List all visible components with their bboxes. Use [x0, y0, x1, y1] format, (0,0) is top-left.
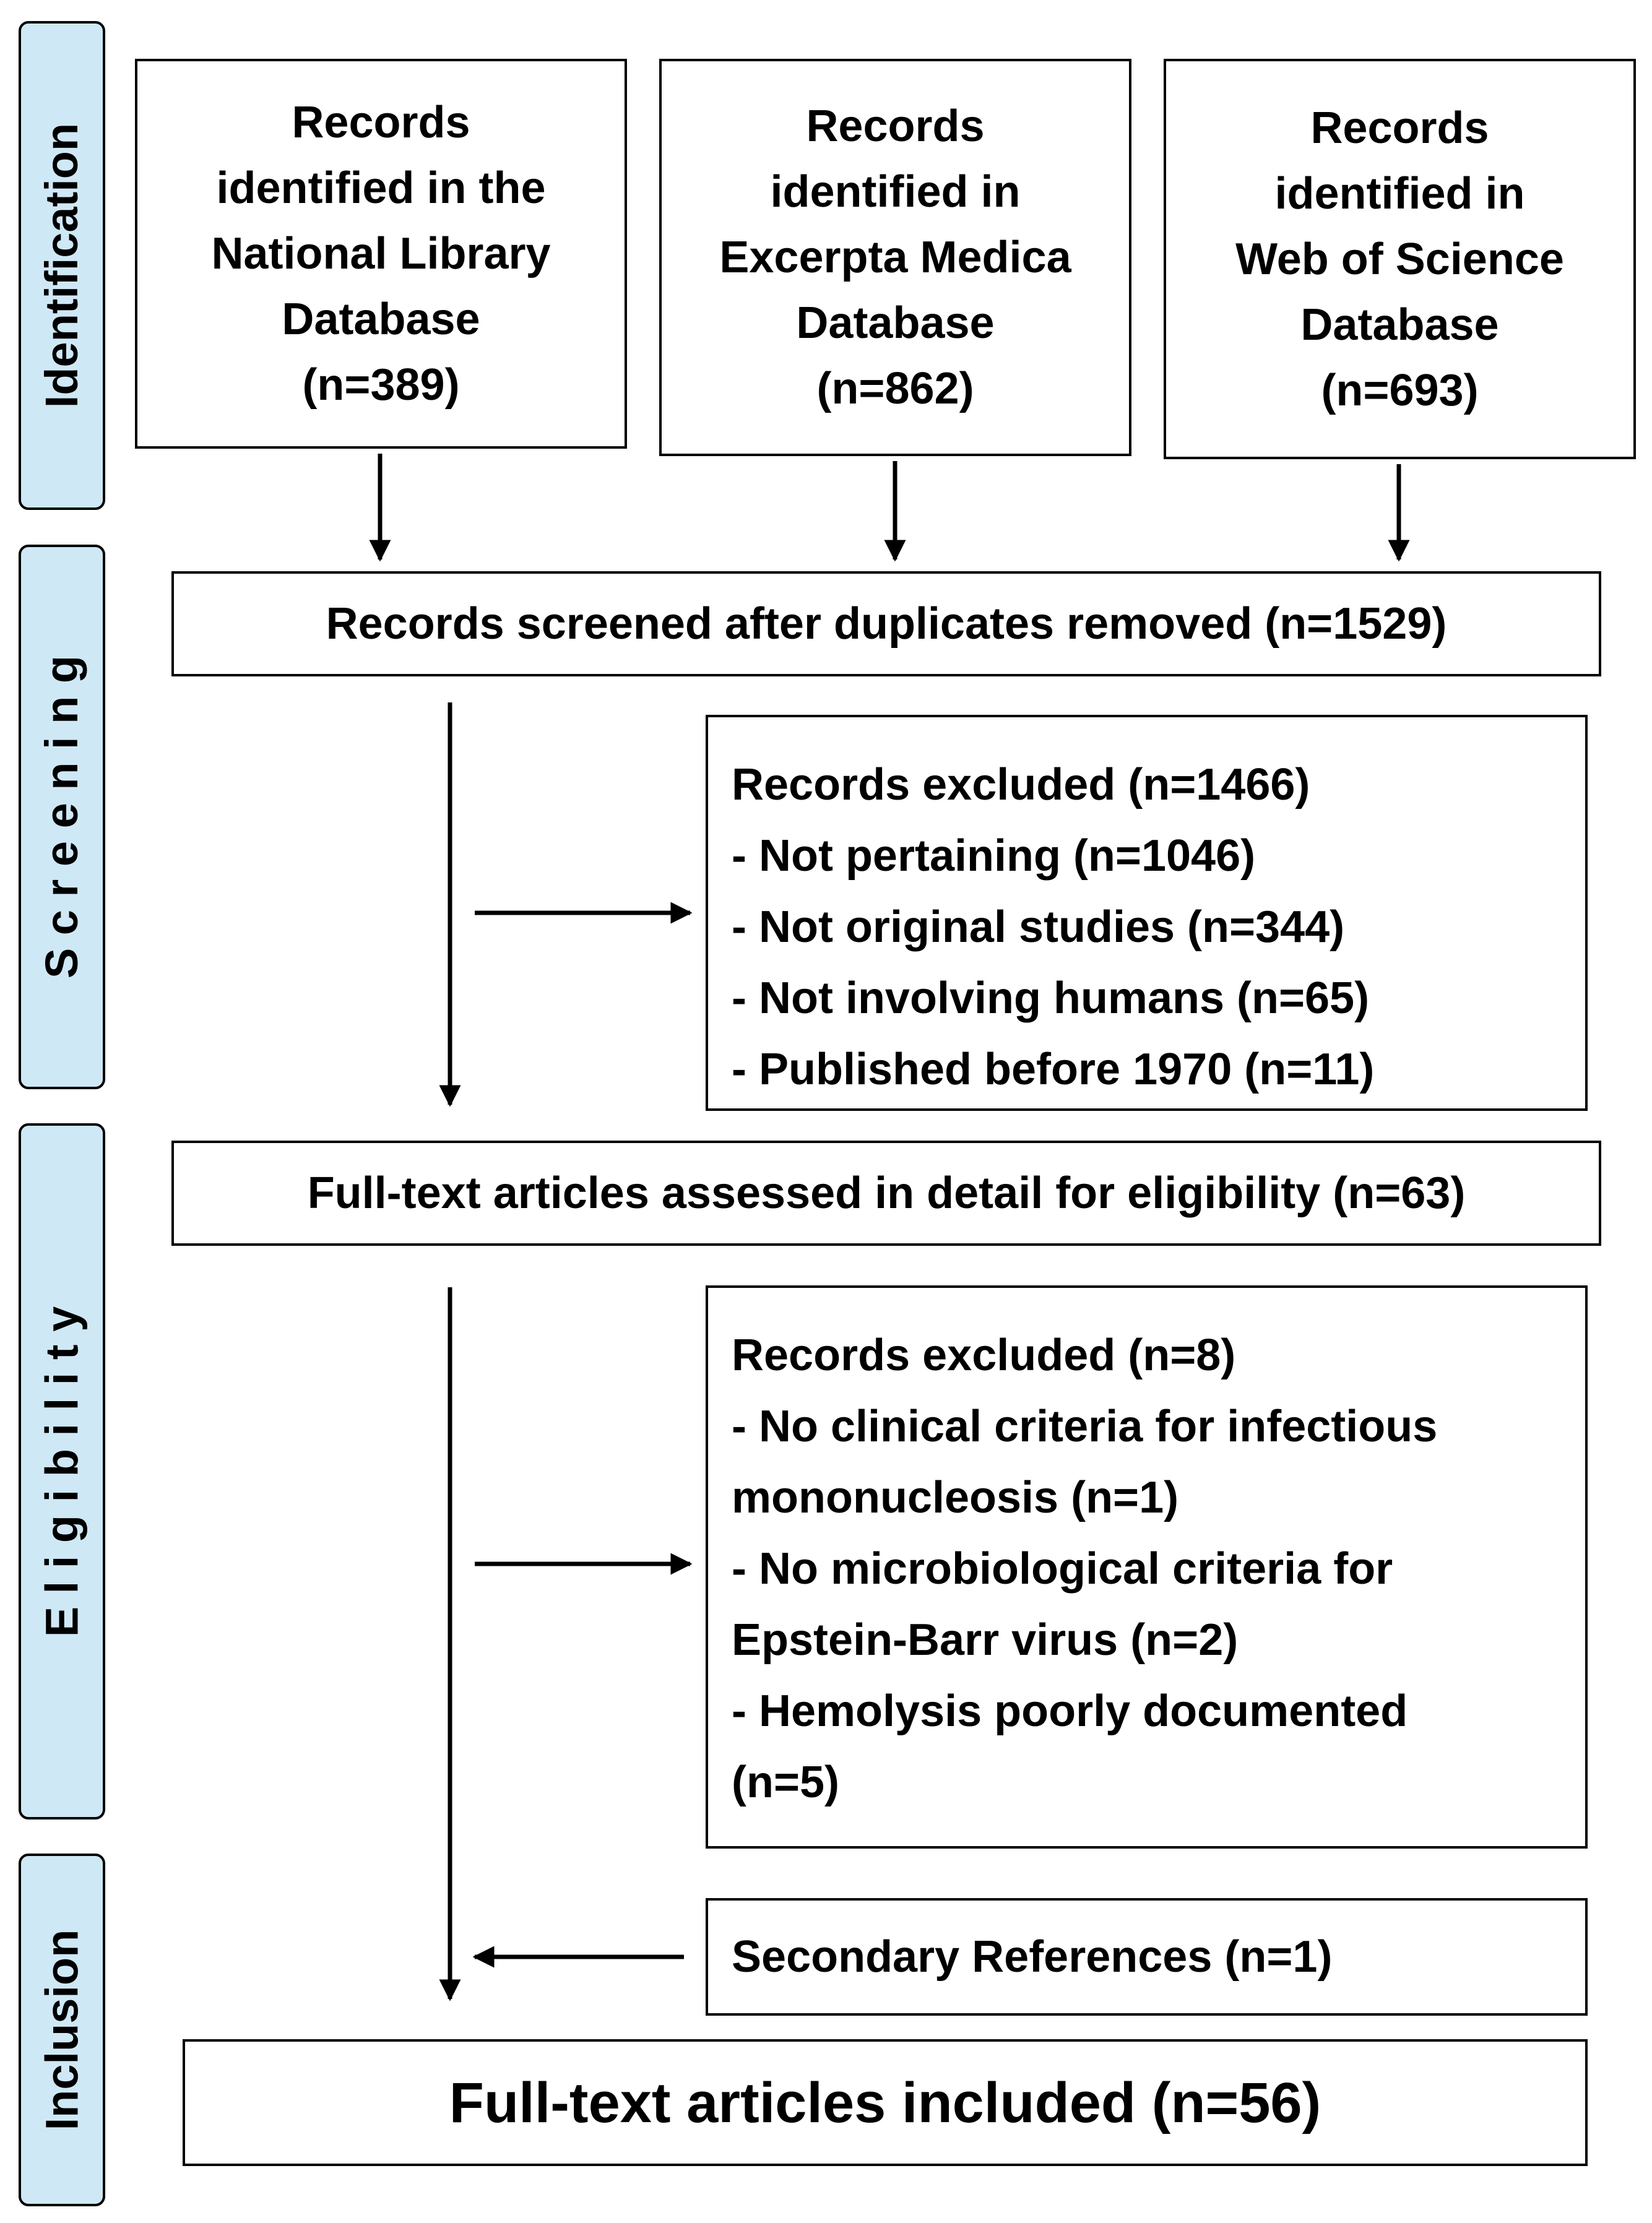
source-count: (n=693) — [1321, 365, 1479, 415]
source-text-line: Database — [1300, 300, 1499, 350]
source-box-excerpta-medica: Records identified in Excerpta Medica Da… — [659, 59, 1131, 456]
excluded-screening-reason: - Not involving humans (n=65) — [732, 973, 1370, 1023]
excluded-eligibility-reason: mononucleosis (n=1) — [732, 1473, 1179, 1522]
fulltext-assessed-box: Full-text articles assessed in detail fo… — [171, 1141, 1601, 1246]
source-count: (n=862) — [816, 364, 974, 413]
screened-text: Records screened after duplicates remove… — [326, 599, 1447, 649]
source-text-line: Database — [796, 298, 995, 348]
included-box: Full-text articles included (n=56) — [183, 2039, 1588, 2166]
excluded-eligibility-reason: (n=5) — [732, 1758, 840, 1807]
excluded-eligibility-heading: Records excluded (n=8) — [732, 1331, 1236, 1380]
stage-tab-eligibility: E l i g i b i l i t y — [19, 1123, 105, 1819]
excluded-screening-box: Records excluded (n=1466) - Not pertaini… — [706, 715, 1588, 1111]
excluded-screening-reason: - Not original studies (n=344) — [732, 902, 1345, 952]
source-text-line: Records — [292, 98, 470, 147]
source-text-line: National Library — [211, 229, 551, 278]
source-text-line: identified in — [770, 167, 1021, 217]
excluded-eligibility-reason: - No clinical criteria for infectious — [732, 1402, 1438, 1451]
stage-tab-screening: S c r e e n i n g — [19, 545, 105, 1089]
stage-tab-identification: Identification — [19, 21, 105, 510]
excluded-eligibility-reason: Epstein-Barr virus (n=2) — [732, 1615, 1239, 1665]
source-text-line: identified in — [1274, 168, 1525, 218]
source-text-line: Excerpta Medica — [719, 233, 1071, 282]
excluded-eligibility-reason: - Hemolysis poorly documented — [732, 1686, 1408, 1736]
source-text-line: Web of Science — [1235, 234, 1564, 284]
source-text-line: Database — [282, 295, 480, 344]
included-text: Full-text articles included (n=56) — [449, 2071, 1321, 2135]
stage-tab-inclusion: Inclusion — [19, 1854, 105, 2206]
excluded-eligibility-box: Records excluded (n=8) - No clinical cri… — [706, 1285, 1588, 1849]
secondary-references-text: Secondary References (n=1) — [732, 1932, 1333, 1982]
source-text-line: Records — [806, 101, 985, 151]
excluded-eligibility-reason: - No microbiological criteria for — [732, 1544, 1393, 1594]
fulltext-assessed-text: Full-text articles assessed in detail fo… — [307, 1168, 1466, 1218]
source-text-line: Records — [1310, 103, 1489, 153]
excluded-screening-reason: - Not pertaining (n=1046) — [732, 831, 1256, 881]
excluded-screening-reason: - Published before 1970 (n=11) — [732, 1045, 1375, 1094]
excluded-screening-heading: Records excluded (n=1466) — [732, 760, 1310, 809]
secondary-references-box: Secondary References (n=1) — [706, 1898, 1588, 2016]
screened-box: Records screened after duplicates remove… — [171, 571, 1601, 676]
source-box-national-library: Records identified in the National Libra… — [135, 59, 627, 449]
source-text-line: identified in the — [216, 163, 546, 213]
source-count: (n=389) — [302, 360, 460, 410]
source-box-web-of-science: Records identified in Web of Science Dat… — [1164, 59, 1636, 459]
